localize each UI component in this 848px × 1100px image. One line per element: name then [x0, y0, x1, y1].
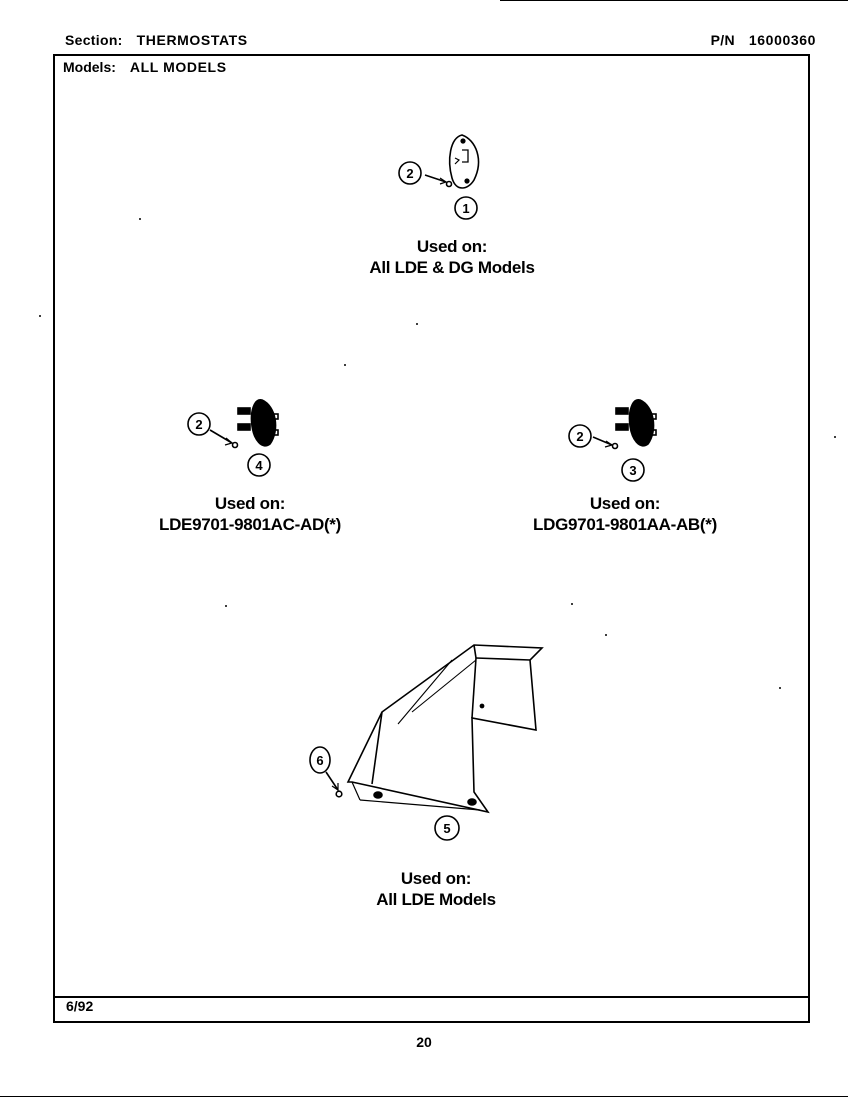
used-on-models: LDG9701-9801AA-AB(*) — [533, 515, 717, 534]
footer-divider — [53, 996, 808, 998]
callout-2-group-1: 2 — [406, 166, 413, 181]
models-value: ALL MODELS — [129, 59, 227, 75]
callout-4: 4 — [255, 458, 263, 473]
bracket-part-5 — [346, 644, 544, 814]
callout-circle-6 — [309, 746, 331, 774]
callout-circle-5 — [434, 815, 460, 841]
models-label: Models: — [63, 59, 116, 75]
thermostat-part-4 — [237, 399, 279, 447]
diagram-frame — [53, 54, 810, 1023]
used-on-models: All LDE Models — [376, 890, 496, 909]
caption-group-1: Used on: All LDE & DG Models — [302, 236, 602, 278]
used-on-models: All LDE & DG Models — [369, 258, 535, 277]
used-on-models: LDE9701-9801AC-AD(*) — [158, 515, 341, 534]
callout-circle-2 — [398, 161, 422, 185]
section-heading: Section: THERMOSTATS — [65, 32, 248, 48]
callout-circle-2-right — [568, 424, 592, 448]
used-on-label: Used on: — [589, 494, 661, 513]
bottom-edge-rule — [0, 1096, 848, 1097]
callout-3: 3 — [629, 463, 636, 478]
callout-circle-3 — [621, 458, 645, 482]
screw-part-2 — [424, 174, 453, 188]
scan-specks — [39, 218, 836, 689]
page-number: 20 — [416, 1034, 432, 1050]
models-heading: Models: ALL MODELS — [63, 59, 227, 75]
part-number-heading: P/N 16000360 — [711, 32, 816, 48]
callout-circle-4 — [247, 453, 271, 477]
part-number-label: P/N — [710, 32, 735, 48]
screw-part-6 — [325, 771, 343, 798]
screw-part-2-right — [592, 436, 619, 450]
callout-circle-1 — [454, 196, 478, 220]
thermostat-part-1 — [448, 134, 480, 189]
caption-group-4: Used on: All LDE Models — [286, 868, 586, 910]
used-on-label: Used on: — [214, 494, 286, 513]
callout-1: 1 — [462, 201, 469, 216]
thermostat-part-3 — [615, 399, 657, 447]
screw-part-2-left — [209, 429, 239, 449]
callout-6: 6 — [316, 753, 323, 768]
used-on-label: Used on: — [400, 869, 472, 888]
caption-group-2: Used on: LDE9701-9801AC-AD(*) — [100, 493, 400, 535]
revision-date: 6/92 — [66, 998, 94, 1014]
callout-2-group-3: 2 — [576, 429, 583, 444]
caption-group-3: Used on: LDG9701-9801AA-AB(*) — [475, 493, 775, 535]
top-edge-rule — [500, 0, 848, 1]
used-on-label: Used on: — [416, 237, 488, 256]
callout-circle-2-left — [187, 412, 211, 436]
part-number-value: 16000360 — [748, 32, 816, 48]
callout-5: 5 — [443, 821, 450, 836]
callout-2-group-2: 2 — [195, 417, 202, 432]
section-label: Section: — [65, 32, 123, 48]
section-value: THERMOSTATS — [136, 32, 248, 48]
